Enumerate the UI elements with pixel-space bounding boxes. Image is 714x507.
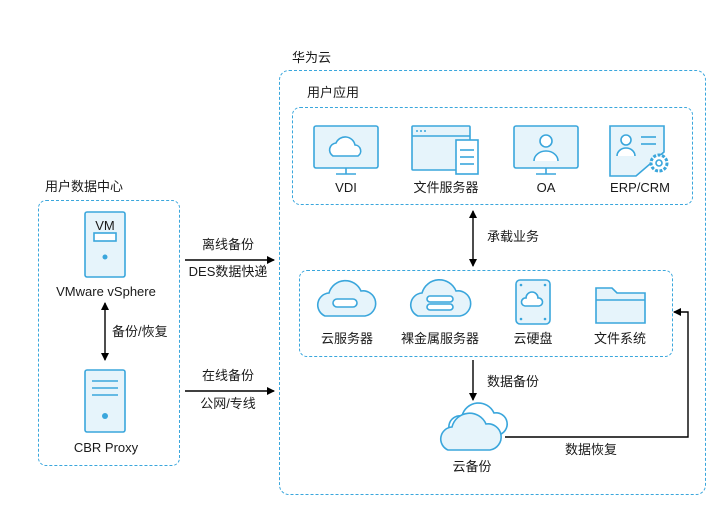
cloud-backup-label: 云备份: [452, 459, 492, 474]
app-label-oa: OA: [536, 180, 556, 195]
erp-crm-icon: [609, 125, 669, 177]
data-restore-arrow: [505, 308, 689, 438]
app-label-vdi: VDI: [335, 180, 357, 195]
cloud-server-icon: [316, 279, 377, 317]
services-box: [299, 270, 673, 357]
backup-restore-label: 备份/恢复: [112, 324, 168, 339]
service-label-cloud-disk: 云硬盘: [513, 331, 553, 346]
vm-label: VM: [95, 218, 115, 233]
file-server-icon: [411, 125, 479, 175]
bare-metal-server-icon: [409, 279, 472, 317]
user-apps-title: 用户应用: [307, 85, 360, 100]
user-apps-box: [292, 107, 693, 205]
cloud-backup-icon: [439, 402, 508, 451]
app-label-file-server: 文件服务器: [413, 180, 479, 195]
connectors: [101, 210, 689, 438]
oa-monitor-icon: [513, 125, 579, 175]
online-backup-label: 在线备份: [201, 368, 255, 383]
service-label-cloud-server: 云服务器: [320, 331, 374, 346]
offline-backup-label: 离线备份: [201, 237, 255, 252]
user-data-center-box: [38, 200, 180, 466]
cbr-proxy-label: CBR Proxy: [73, 440, 139, 455]
file-system-folder-icon: [595, 287, 646, 324]
vm-server-icon: [84, 211, 126, 278]
data-backup-label: 数据备份: [487, 374, 540, 389]
public-private-line-label: 公网/专线: [200, 396, 256, 411]
carry-business-label: 承载业务: [487, 229, 540, 244]
app-label-erp-crm: ERP/CRM: [610, 180, 670, 195]
cloud-disk-icon: [515, 279, 551, 325]
vdi-monitor-icon: [313, 125, 379, 175]
user-data-center-title: 用户数据中心: [45, 179, 124, 194]
service-label-bare-metal: 裸金属服务器: [400, 331, 480, 346]
vsphere-label: VMware vSphere: [56, 284, 156, 299]
huawei-cloud-title: 华为云: [292, 50, 332, 65]
data-restore-label: 数据恢复: [565, 442, 618, 457]
des-express-label: DES数据快递: [188, 264, 268, 279]
huawei-cloud-box: [279, 70, 706, 495]
cbr-proxy-server-icon: [84, 369, 126, 433]
service-label-file-system: 文件系统: [593, 331, 647, 346]
